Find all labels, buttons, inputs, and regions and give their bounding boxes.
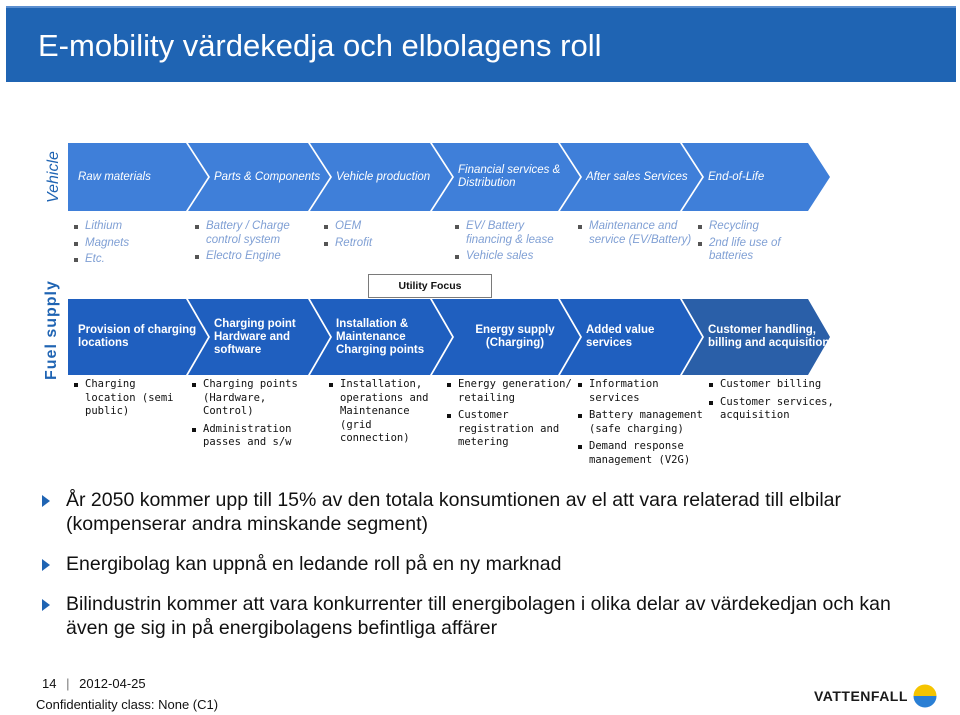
footer-divider: | xyxy=(66,676,70,691)
title-bar: E-mobility värdekedja och elbolagens rol… xyxy=(6,6,956,82)
arrow-bullet-icon xyxy=(42,495,50,507)
list-item: Maintenance and service (EV/Battery) xyxy=(578,220,692,247)
vehicle-bullets-end-of-life: Recycling 2nd life use of batteries xyxy=(698,220,808,267)
list-item: Customer registration and metering xyxy=(447,409,577,450)
utility-focus-label: Utility Focus xyxy=(368,274,492,298)
list-item: Charging points (Hardware, Control) xyxy=(192,378,322,419)
key-points-list: År 2050 kommer upp till 15% av den total… xyxy=(42,488,922,656)
vehicle-step-end-of-life: End-of-Life xyxy=(682,143,830,211)
fuel-step-added-value-services: Added value services xyxy=(560,299,702,375)
fuel-bullets-charging-point: Charging points (Hardware, Control) Admi… xyxy=(192,378,322,454)
vehicle-bullets-parts-components: Battery / Charge control system Electro … xyxy=(195,220,315,267)
arrow-bullet-icon xyxy=(42,559,50,571)
key-point-text: Bilindustrin kommer att vara konkurrente… xyxy=(66,593,891,639)
list-item: 2nd life use of batteries xyxy=(698,237,808,264)
list-item: Magnets xyxy=(74,237,154,251)
list-item: Recycling xyxy=(698,220,808,234)
key-point-text: Energibolag kan uppnå en ledande roll på… xyxy=(66,553,562,575)
fuel-bullets-installation: Installation, operations and Maintenance… xyxy=(329,378,445,450)
list-item: Vehicle sales xyxy=(455,250,573,264)
list-item: Information services xyxy=(578,378,708,405)
list-item: Etc. xyxy=(74,253,154,267)
key-point-text: År 2050 kommer upp till 15% av den total… xyxy=(66,489,841,535)
list-item: Customer services, acquisition xyxy=(709,396,837,423)
fuel-step-provision-of-charging: Provision of charging locations xyxy=(68,299,208,375)
vehicle-step-raw-materials: Raw materials xyxy=(68,143,208,211)
list-item: Charging location (semi public) xyxy=(74,378,186,419)
list-item: Administration passes and s/w xyxy=(192,423,322,450)
list-item: OEM xyxy=(324,220,434,234)
list-item: EV/ Battery financing & lease xyxy=(455,220,573,247)
key-point: Bilindustrin kommer att vara konkurrente… xyxy=(42,592,922,640)
list-item: Retrofit xyxy=(324,237,434,251)
list-item: Electro Engine xyxy=(195,250,315,264)
fuel-step-energy-supply: Energy supply (Charging) xyxy=(432,299,580,375)
list-item: Energy generation/ retailing xyxy=(447,378,577,405)
key-point: Energibolag kan uppnå en ledande roll på… xyxy=(42,552,922,576)
row-label-fuel-supply: Fuel supply xyxy=(43,280,60,380)
list-item: Battery / Charge control system xyxy=(195,220,315,247)
vehicle-bullets-vehicle-production: OEM Retrofit xyxy=(324,220,434,253)
fuel-step-installation-maintenance: Installation & Maintenance Charging poin… xyxy=(310,299,452,375)
list-item: Battery management (safe charging) xyxy=(578,409,708,436)
arrow-bullet-icon xyxy=(42,599,50,611)
confidentiality-class: Confidentiality class: None (C1) xyxy=(36,697,219,712)
row-label-vehicle: Vehicle xyxy=(45,151,62,203)
fuel-bullets-energy-supply: Energy generation/ retailing Customer re… xyxy=(447,378,577,454)
vehicle-step-vehicle-production: Vehicle production xyxy=(310,143,452,211)
page-number: 14 xyxy=(42,676,57,691)
key-point: År 2050 kommer upp till 15% av den total… xyxy=(42,488,922,536)
footer-page-date: 14 | 2012-04-25 xyxy=(42,676,146,691)
list-item: Lithium xyxy=(74,220,154,234)
fuel-bullets-customer-handling: Customer billing Customer services, acqu… xyxy=(709,378,837,427)
fuel-bullets-provision: Charging location (semi public) xyxy=(74,378,186,423)
vehicle-bullets-raw-materials: Lithium Magnets Etc. xyxy=(74,220,154,270)
fuel-bullets-added-value: Information services Battery management … xyxy=(578,378,708,471)
vehicle-step-financial-services: Financial services & Distribution xyxy=(432,143,580,211)
fuel-step-customer-handling: Customer handling, billing and acquisiti… xyxy=(682,299,830,375)
logo-text: VATTENFALL xyxy=(814,688,908,704)
vehicle-step-after-sales: After sales Services xyxy=(560,143,702,211)
vehicle-bullets-after-sales: Maintenance and service (EV/Battery) xyxy=(578,220,692,250)
list-item: Customer billing xyxy=(709,378,837,392)
list-item: Demand response management (V2G) xyxy=(578,440,708,467)
vehicle-step-parts-components: Parts & Components xyxy=(188,143,330,211)
vehicle-bullets-financial-services: EV/ Battery financing & lease Vehicle sa… xyxy=(455,220,573,267)
slide-date: 2012-04-25 xyxy=(79,676,146,691)
vattenfall-logo: VATTENFALL xyxy=(814,683,938,709)
slide-title: E-mobility värdekedja och elbolagens rol… xyxy=(38,28,602,63)
fuel-step-charging-point-hardware: Charging point Hardware and software xyxy=(188,299,330,375)
vattenfall-logo-icon xyxy=(912,683,938,709)
list-item: Installation, operations and Maintenance… xyxy=(329,378,445,446)
